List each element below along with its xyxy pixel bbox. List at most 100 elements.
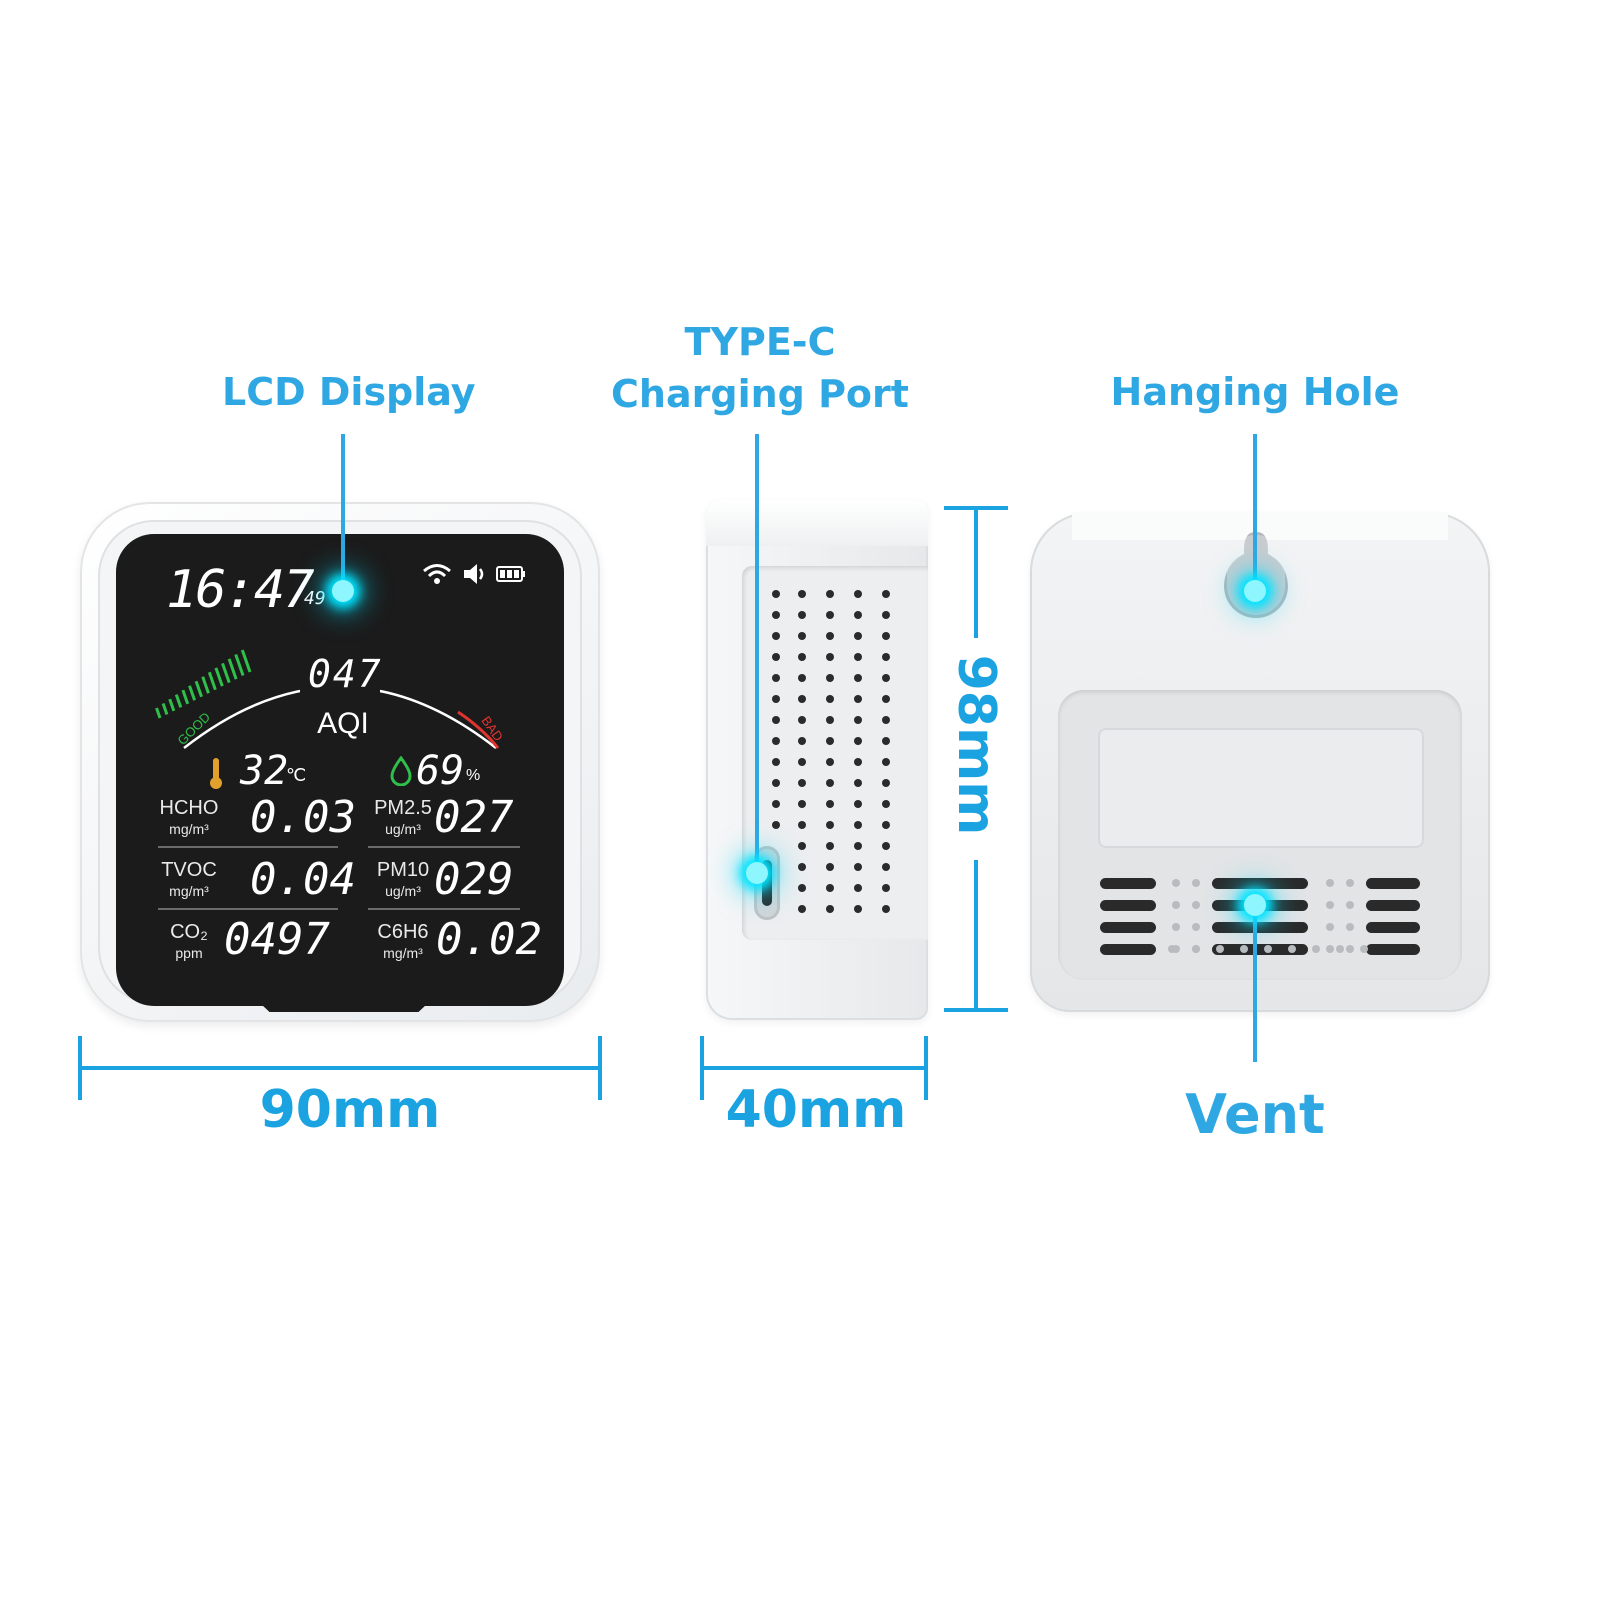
vent-dot — [1264, 945, 1272, 953]
side-perforation-dot — [826, 737, 834, 745]
depth-dim-label: 40mm — [725, 1080, 907, 1140]
vent-slot — [1212, 922, 1308, 933]
side-perforation-dot — [854, 821, 862, 829]
depth-dim-line — [702, 1066, 926, 1070]
side-perforation-dot — [854, 632, 862, 640]
side-perforation-dot — [854, 800, 862, 808]
thermometer-icon — [208, 756, 224, 790]
speaker-icon — [462, 562, 488, 586]
vent-dot — [1172, 879, 1180, 887]
side-perforation-dot — [854, 653, 862, 661]
vent-dot — [1326, 879, 1334, 887]
vent-dot — [1192, 879, 1200, 887]
wifi-icon — [422, 562, 452, 586]
side-perforation-dot — [772, 821, 780, 829]
reading-name-pm10: PM10 — [376, 859, 430, 881]
good-gauge-tick — [161, 703, 169, 715]
side-perforation-dot — [772, 653, 780, 661]
vent-slot — [1100, 878, 1156, 889]
side-perforation-dot — [798, 695, 806, 703]
side-perforation-dot — [798, 884, 806, 892]
side-perforation-dot — [826, 653, 834, 661]
vent-slot — [1366, 878, 1420, 889]
vent-dot — [1346, 879, 1354, 887]
depth-dim-tick-right — [924, 1036, 928, 1100]
vent-dot — [1360, 945, 1368, 953]
separator-row1-left — [158, 846, 338, 848]
reading-name-hcho: HCHO — [159, 797, 219, 819]
vent-slot — [1100, 922, 1156, 933]
side-perforation-dot — [798, 842, 806, 850]
type-c-callout-dot — [746, 862, 768, 884]
vent-dot — [1192, 901, 1200, 909]
side-perforation-dot — [882, 821, 890, 829]
side-perforation-dot — [798, 716, 806, 724]
depth-dim-tick-left — [700, 1036, 704, 1100]
hanging-leader-line — [1253, 434, 1257, 584]
aqi-value-bg — [300, 660, 380, 694]
vent-dot — [1172, 945, 1180, 953]
side-perforation-dot — [798, 737, 806, 745]
side-perforation-dot — [882, 842, 890, 850]
vent-slot — [1100, 944, 1156, 955]
reading-value-c6h6: 0.02 — [436, 914, 542, 965]
good-gauge-tick — [188, 685, 197, 701]
side-perforation-dot — [882, 737, 890, 745]
vent-dot — [1346, 923, 1354, 931]
side-perforation-dot — [882, 758, 890, 766]
reading-value-hcho: 0.03 — [250, 792, 356, 843]
side-perforation-dot — [826, 674, 834, 682]
side-perforation-dot — [882, 716, 890, 724]
vent-slot — [1100, 900, 1156, 911]
side-perforation-dot — [772, 632, 780, 640]
side-device-top-lip — [706, 500, 928, 546]
side-perforation-dot — [772, 716, 780, 724]
side-perforation-dot — [882, 611, 890, 619]
reading-name-c6h6: C6H6 — [377, 921, 429, 943]
good-gauge-tick — [234, 653, 245, 677]
vent-dot — [1346, 945, 1354, 953]
side-perforation-dot — [826, 821, 834, 829]
lcd-leader-line — [341, 434, 345, 586]
side-perforation-dot — [854, 737, 862, 745]
side-perforation-dot — [826, 842, 834, 850]
reading-name-co2: CO₂ — [170, 921, 208, 943]
side-perforation-dot — [882, 800, 890, 808]
vent-dot — [1168, 945, 1176, 953]
vent-dot — [1172, 923, 1180, 931]
side-perforation-dot — [772, 590, 780, 598]
side-perforation-dot — [826, 590, 834, 598]
separator-row1-right — [368, 846, 520, 848]
good-gauge-tick — [201, 676, 210, 694]
side-perforation-dot — [826, 695, 834, 703]
screen-bottom-notch — [246, 990, 442, 1012]
reading-unit-hcho: mg/m³ — [169, 821, 209, 837]
reading-value-co2: 0497 — [224, 914, 330, 965]
side-perforation-dot — [854, 716, 862, 724]
good-gauge-tick — [174, 694, 183, 708]
good-gauge-tick — [168, 698, 176, 712]
side-perforation-dot — [826, 863, 834, 871]
reading-unit-c6h6: mg/m³ — [383, 945, 423, 961]
good-gauge-tick — [181, 689, 190, 705]
side-perforation-dot — [798, 611, 806, 619]
reading-unit-pm25: ug/m³ — [385, 821, 421, 837]
hanging-callout-dot — [1244, 580, 1266, 602]
vent-leader-line — [1253, 906, 1257, 1062]
vent-dot — [1326, 923, 1334, 931]
side-perforation-dot — [798, 674, 806, 682]
good-gauge-tick — [207, 671, 217, 691]
height-dim-line-bottom — [974, 860, 978, 1010]
side-perforation-dot — [826, 632, 834, 640]
clock-seconds: 49 — [304, 588, 326, 609]
side-perforation-dot — [882, 863, 890, 871]
side-perforation-dot — [826, 800, 834, 808]
separator-row2-right — [368, 908, 520, 910]
vent-dot — [1240, 945, 1248, 953]
side-perforation-dot — [882, 674, 890, 682]
side-perforation-dot — [772, 695, 780, 703]
good-gauge-tick — [214, 667, 224, 687]
width-dim-line — [80, 1066, 600, 1070]
side-perforation-dot — [772, 779, 780, 787]
good-gauge-tick — [194, 680, 203, 698]
